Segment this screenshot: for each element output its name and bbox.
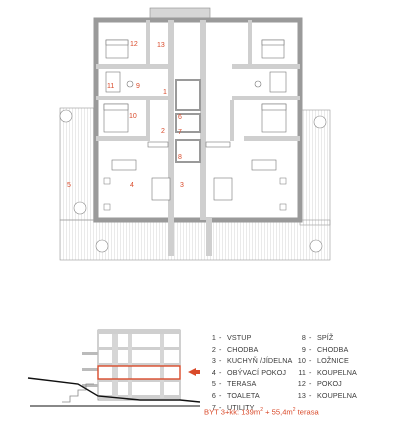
legend-item: 3-KUCHYŇ /JÍDELNA (211, 356, 293, 366)
terrace-left (59, 107, 97, 221)
room-label: 12 (130, 41, 138, 48)
room-label: 4 (130, 182, 134, 189)
building-section (27, 329, 200, 407)
legend-item: 12-POKOJ (297, 379, 342, 389)
room-label: 9 (136, 83, 140, 90)
legend-item: 7-UTILITY (211, 402, 255, 412)
legend-item: 11-KOUPELNA (298, 367, 357, 377)
legend-item: 6-TOALETA (211, 390, 260, 400)
room-label: 13 (157, 42, 165, 49)
room-label: 6 (178, 114, 182, 121)
legend-item: 13-KOUPELNA (297, 390, 357, 400)
legend-item: 8-SPÍŽ (301, 333, 334, 342)
floor-plan: 1 2 3 4 5 6 7 8 9 10 11 12 13 (59, 7, 331, 261)
room-label: 3 (180, 182, 184, 189)
legend-item: 4-OBÝVACÍ POKOJ (211, 367, 287, 377)
room-label: 11 (107, 83, 114, 90)
room-label: 8 (178, 154, 182, 161)
room-label: 5 (67, 182, 71, 189)
legend-item: 9-CHODBA (301, 344, 349, 354)
terrain-line (27, 377, 200, 403)
legend-item: 10-LOŽNICE (297, 356, 349, 366)
legend-item: 5-TERASA (211, 379, 257, 389)
legend-item: 2-CHODBA (211, 344, 259, 354)
legend-item: 1-VSTUP (211, 333, 252, 342)
legend-right: 8-SPÍŽ 9-CHODBA 10-LOŽNICE 11-KOUPELNA 1… (294, 332, 357, 402)
room-label: 7 (178, 129, 182, 136)
unit-summary: BYT 3+kk: 139m2 + 55,4m2 terasa (204, 407, 319, 417)
unit-arrow-icon (188, 368, 200, 376)
room-label: 1 (163, 89, 167, 96)
legend-left: 1-VSTUP 2-CHODBA 3-KUCHYŇ /JÍDELNA 4-OBÝ… (204, 332, 292, 413)
room-label: 2 (161, 128, 165, 135)
terrace-bottom (59, 219, 331, 261)
terrace-right (299, 109, 331, 226)
room-label: 10 (129, 113, 137, 120)
